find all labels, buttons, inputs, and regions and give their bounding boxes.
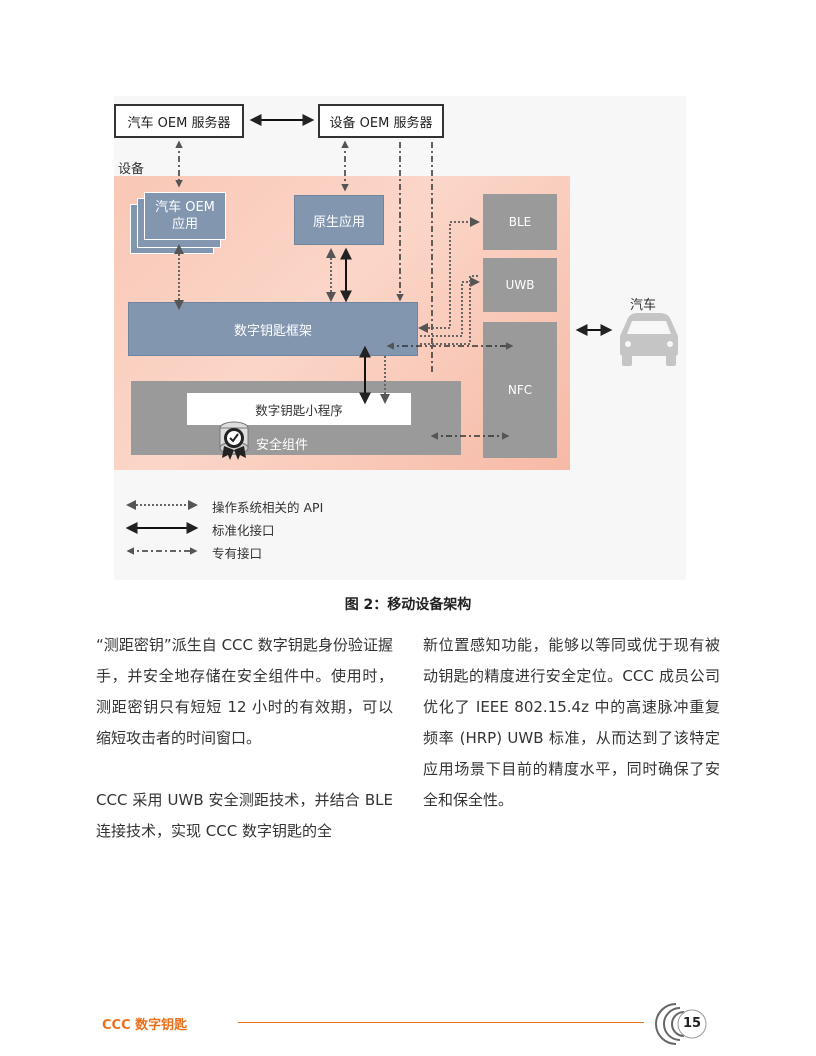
figure-caption: 图 2：移动设备架构 bbox=[344, 597, 472, 613]
car-oem-app-box: 汽车 OEM 应用 bbox=[144, 192, 226, 240]
native-app-box: 原生应用 bbox=[294, 195, 384, 245]
car-oem-server-box: 汽车 OEM 服务器 bbox=[114, 104, 244, 138]
car-oem-app-line1: 汽车 OEM bbox=[155, 200, 215, 215]
car-icon bbox=[620, 313, 678, 366]
ble-box: BLE bbox=[483, 194, 557, 250]
footer-rule bbox=[238, 1022, 644, 1023]
secure-element-badge-icon bbox=[219, 421, 249, 460]
legend-proprietary-label: 专有接口 bbox=[212, 546, 263, 561]
right-column: 新位置感知功能，能够以等同或优于现有被动钥匙的精度进行安全定位。CCC 成员公司… bbox=[423, 630, 720, 816]
digital-key-applet-box: 数字钥匙小程序 bbox=[187, 393, 411, 425]
device-label: 设备 bbox=[118, 162, 145, 177]
right-paragraph-1: 新位置感知功能，能够以等同或优于现有被动钥匙的精度进行安全定位。CCC 成员公司… bbox=[423, 636, 720, 809]
legend-standard-label: 标准化接口 bbox=[212, 523, 275, 538]
page-number: 15 bbox=[682, 1016, 702, 1031]
car-oem-app-line2: 应用 bbox=[171, 217, 198, 232]
legend-os-api-label: 操作系统相关的 API bbox=[212, 500, 324, 515]
car-label: 汽车 bbox=[630, 298, 657, 313]
left-paragraph-2: CCC 采用 UWB 安全测距技术，并结合 BLE 连接技术，实现 CCC 数字… bbox=[96, 791, 393, 840]
page-number-badge-icon bbox=[655, 1003, 707, 1045]
diagram-arrows bbox=[125, 114, 678, 555]
left-column: “测距密钥”派生自 CCC 数字钥匙身份验证握手，并安全地存储在安全组件中。使用… bbox=[96, 630, 393, 847]
secure-element-label: 安全组件 bbox=[256, 438, 309, 453]
left-paragraph-1: “测距密钥”派生自 CCC 数字钥匙身份验证握手，并安全地存储在安全组件中。使用… bbox=[96, 636, 393, 747]
device-oem-server-box: 设备 OEM 服务器 bbox=[318, 104, 444, 138]
uwb-box: UWB bbox=[483, 258, 557, 312]
footer-title: CCC 数字钥匙 bbox=[102, 1018, 188, 1033]
